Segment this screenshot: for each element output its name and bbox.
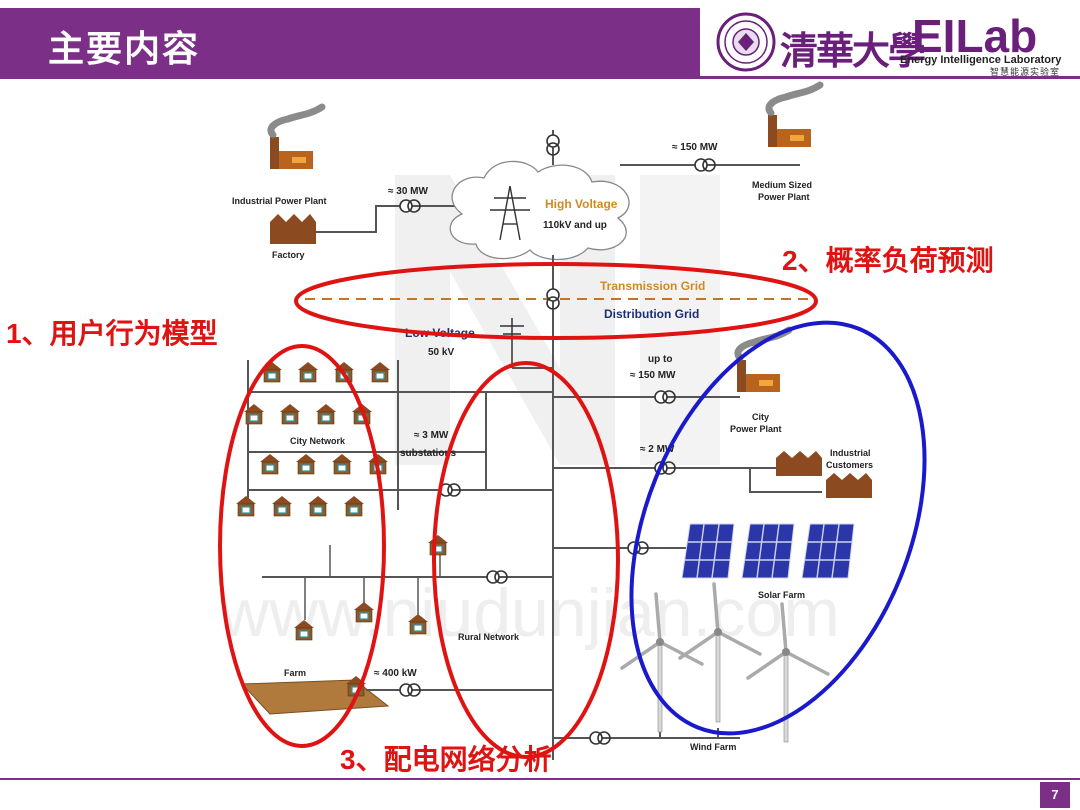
lab-name-cn: 智慧能源实验室 xyxy=(990,68,1061,78)
pylon-icon xyxy=(490,185,530,241)
distribution-analysis-ellipse xyxy=(432,361,620,759)
industrial-plant-label: Industrial Power Plant xyxy=(232,196,327,206)
city-network-label: City Network xyxy=(290,436,346,446)
transmission-grid-label: Transmission Grid xyxy=(600,279,705,293)
house-icon xyxy=(297,361,319,383)
distribution-analysis-annotation: 3、配电网络分析 xyxy=(340,743,552,775)
factory-icon xyxy=(776,451,872,498)
city-plant-label-1: City xyxy=(752,412,769,422)
medium-plant-label-1: Medium Sized xyxy=(752,180,812,190)
farm-label: Farm xyxy=(284,668,306,678)
footer-rule xyxy=(0,778,1080,780)
kw400-label: ≈ 400 kW xyxy=(374,668,417,679)
page-number: 7 xyxy=(1040,782,1070,808)
header-bar xyxy=(0,8,700,76)
farm-field-icon xyxy=(240,679,390,715)
pylon-icon xyxy=(500,318,524,368)
solar-panel-icon xyxy=(681,523,735,579)
industrial-customers-label-1: Industrial xyxy=(830,448,871,458)
power-plant-icon xyxy=(737,330,789,392)
user-behavior-ellipse xyxy=(218,344,386,748)
medium-plant-label-2: Power Plant xyxy=(758,192,810,202)
substations-label: substations xyxy=(400,448,457,459)
house-icon xyxy=(343,495,365,517)
header-rule xyxy=(0,76,1080,79)
solar-panel-icon xyxy=(741,523,795,579)
mw30-label: ≈ 30 MW xyxy=(388,186,428,197)
mw2-label: ≈ 2 MW xyxy=(640,444,675,455)
mw150-mid-label: ≈ 150 MW xyxy=(630,370,676,381)
watermark-text: www.niudunjian.com xyxy=(219,575,840,651)
hv-cloud xyxy=(449,160,630,261)
mw150-top-label: ≈ 150 MW xyxy=(672,142,718,153)
lab-name-en: Energy Intelligence Laboratory xyxy=(900,54,1062,66)
high-voltage-label: High Voltage xyxy=(545,197,618,211)
house-icon xyxy=(307,495,329,517)
house-icon xyxy=(295,453,317,475)
house-icon xyxy=(427,534,449,556)
university-seal-icon xyxy=(716,12,776,72)
hv-range-label: 110kV and up xyxy=(543,220,607,231)
eilab-logo-text: EILab xyxy=(912,10,1037,58)
distribution-grid-label: Distribution Grid xyxy=(604,307,699,321)
solar-panel-icon xyxy=(801,523,855,579)
up-to-label: up to xyxy=(648,354,672,365)
rural-network-label: Rural Network xyxy=(458,632,520,642)
city-plant-label-2: Power Plant xyxy=(730,424,782,434)
logo-area: 清華大學 EILab Energy Intelligence Laborator… xyxy=(708,8,1076,78)
slide-title: 主要内容 xyxy=(48,29,201,70)
renewables-ellipse xyxy=(629,320,927,736)
wind-farm-label: Wind Farm xyxy=(690,742,736,752)
power-plant-icon xyxy=(270,107,322,169)
user-behavior-annotation: 1、用户行为模型 xyxy=(6,317,218,349)
house-icon xyxy=(331,453,353,475)
mw3-label: ≈ 3 MW xyxy=(414,430,449,441)
university-name: 清華大學 xyxy=(780,28,926,73)
house-icon xyxy=(315,403,337,425)
watermark-logo xyxy=(395,175,720,465)
house-icon xyxy=(279,403,301,425)
lv-range-label: 50 kV xyxy=(428,347,454,358)
house-icon xyxy=(259,453,281,475)
factory-label: Factory xyxy=(272,250,305,260)
house-icon xyxy=(369,361,391,383)
solar-farm-label: Solar Farm xyxy=(758,590,805,600)
factory-icon xyxy=(270,214,316,244)
industrial-customers-label-2: Customers xyxy=(826,460,873,470)
load-forecast-ellipse xyxy=(294,262,818,340)
power-plant-icon xyxy=(768,85,820,147)
house-icon xyxy=(235,495,257,517)
house-icon xyxy=(271,495,293,517)
eilab-logo: EILab xyxy=(912,10,1037,58)
load-forecast-annotation: 2、概率负荷预测 xyxy=(782,244,994,276)
